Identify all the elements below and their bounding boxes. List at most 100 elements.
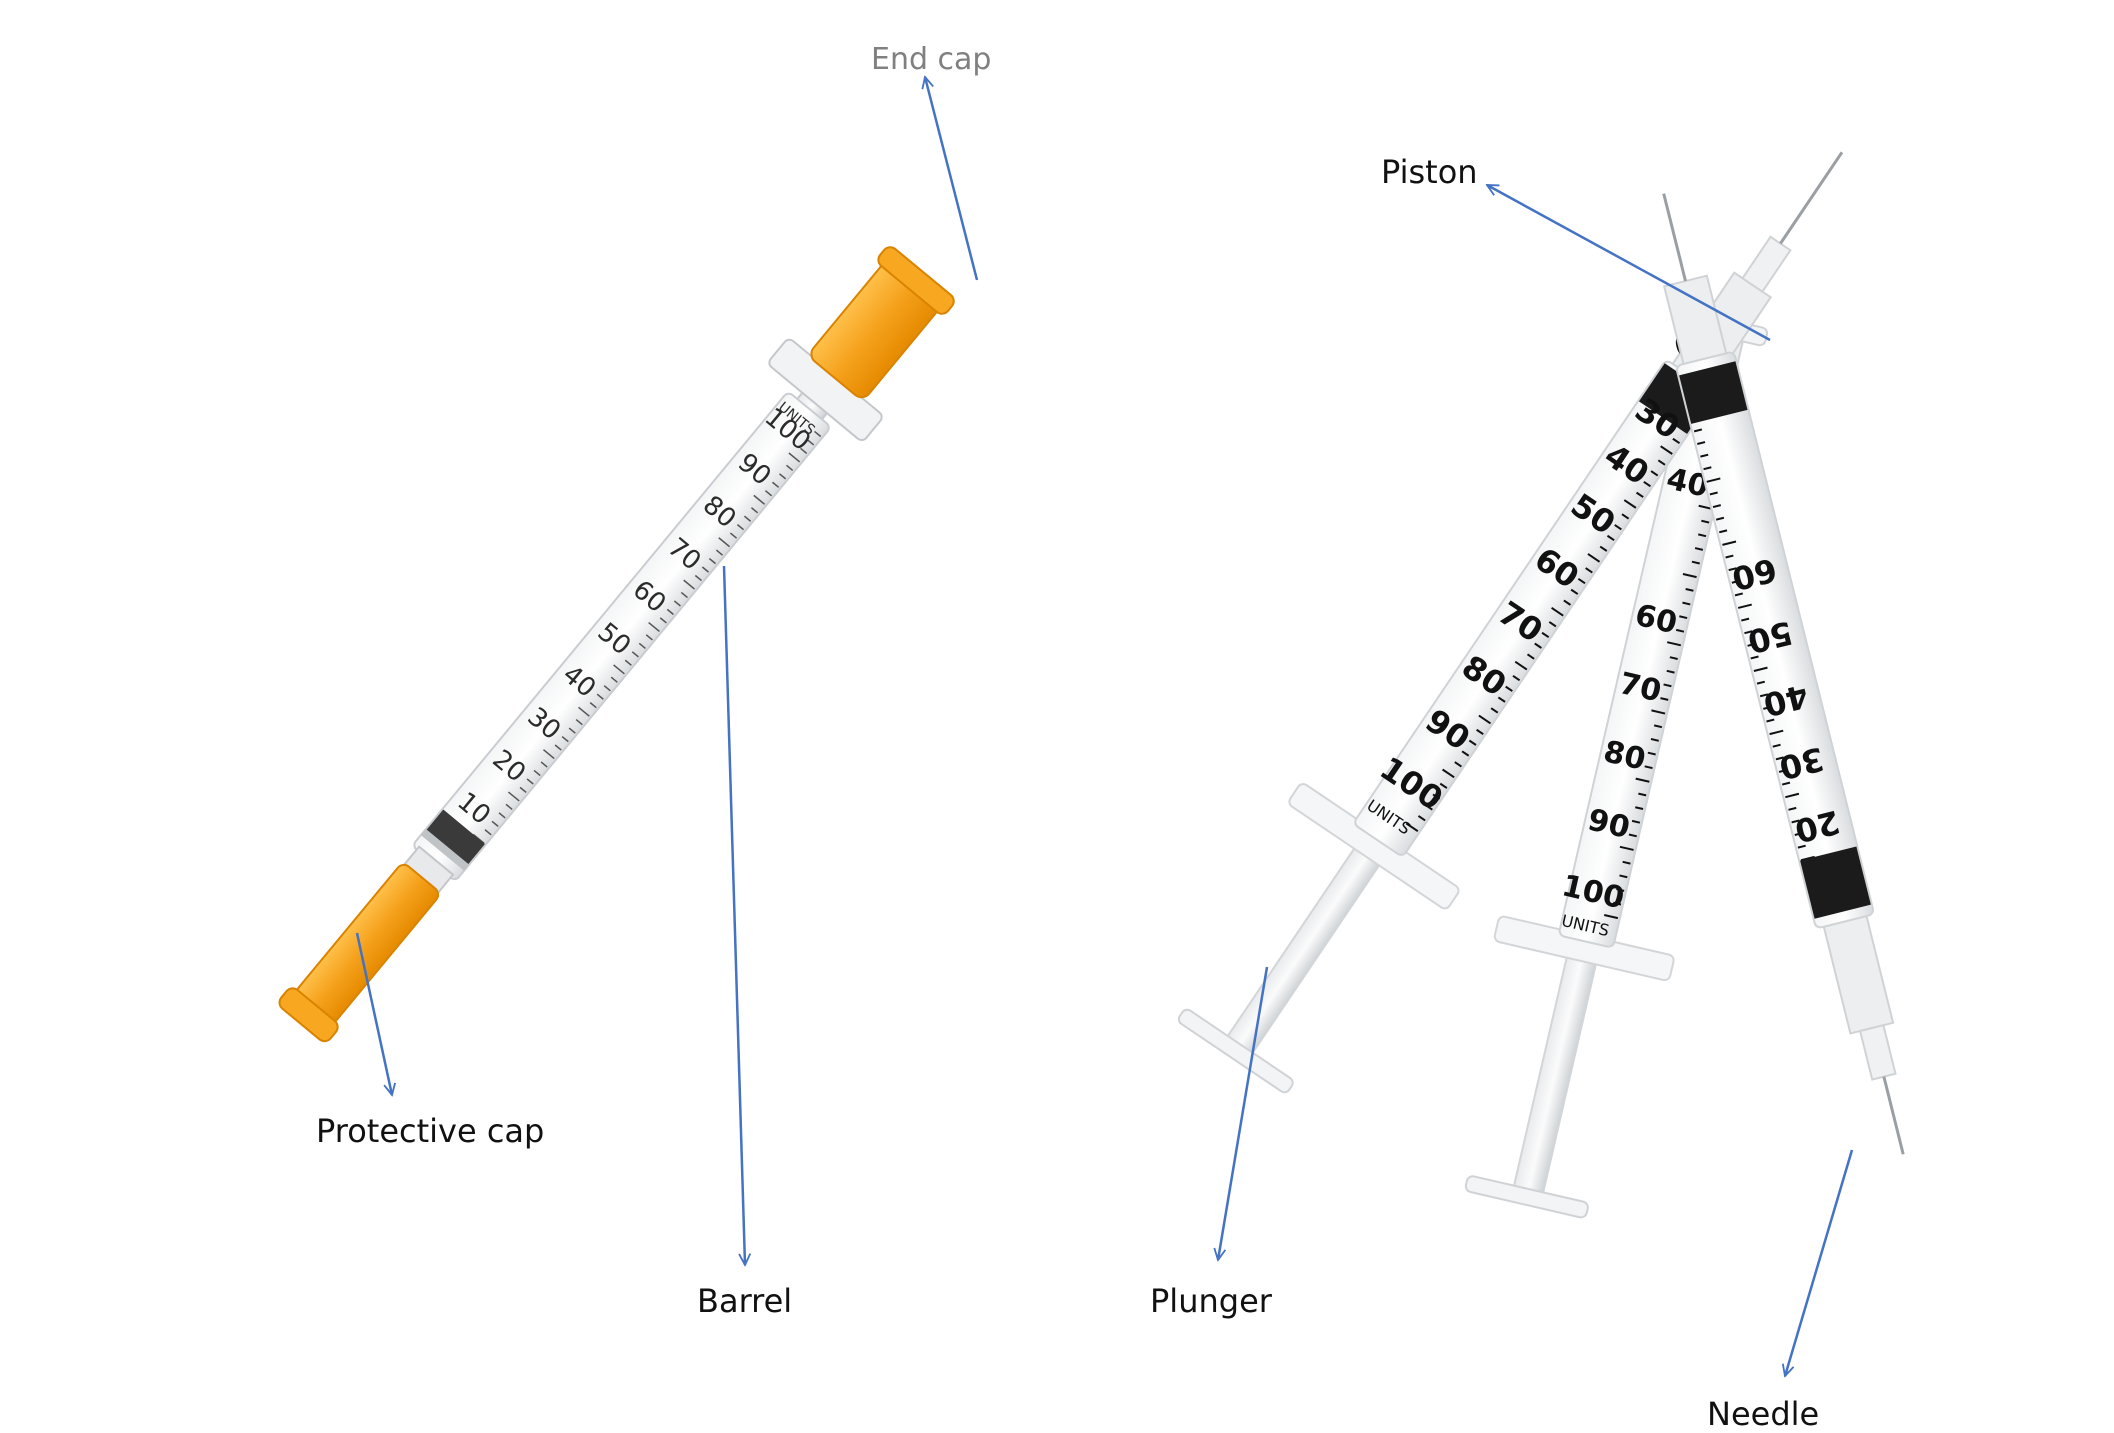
scale-tick <box>1763 705 1772 710</box>
left-piston <box>424 809 485 868</box>
left-protective-cap-rim <box>278 987 339 1043</box>
scale-tick <box>578 706 590 717</box>
scale-tick <box>1694 547 1704 551</box>
scale-tick <box>1734 592 1744 597</box>
scale-tick <box>1478 714 1492 725</box>
left-piston-ring <box>420 828 470 871</box>
scale-tick <box>701 566 710 573</box>
scale-tick <box>1791 819 1800 824</box>
left-syringe: 10 20 30 40 50 60 70 80 90 100 UNITS <box>278 246 955 1043</box>
scale-tick <box>1505 685 1513 692</box>
scale-tick <box>1712 504 1721 509</box>
right-r-scale-ticks <box>1693 428 1815 862</box>
scale-tick <box>1709 491 1718 496</box>
scale-tick <box>659 617 667 624</box>
scale-tick <box>645 634 653 641</box>
right-r-piston <box>1800 846 1871 919</box>
scale-tick <box>1616 888 1625 892</box>
scale-tick <box>788 452 801 463</box>
scale-tick <box>1417 815 1426 822</box>
scale-tick <box>1701 519 1710 524</box>
scale-tick <box>1619 845 1634 851</box>
scale-tick <box>554 744 562 751</box>
scale-tick <box>589 702 597 709</box>
scale-tick <box>1614 524 1622 531</box>
scale-tick <box>1551 606 1564 617</box>
scale-tick <box>1638 792 1647 797</box>
middle-plunger-rod <box>1511 946 1600 1200</box>
scale-tick <box>1570 588 1579 595</box>
scale-tick <box>1643 481 1652 488</box>
scale-tick <box>1454 761 1462 768</box>
scale-tick <box>666 608 674 616</box>
left-r-needle <box>1779 151 1844 245</box>
arrows <box>355 77 1854 1376</box>
scale-tick <box>1766 718 1775 723</box>
scale-tick <box>491 820 499 827</box>
protective-cap-arrow <box>355 932 392 1095</box>
scale-tick <box>1672 437 1681 445</box>
scale-tick <box>1756 680 1766 685</box>
scale-tick <box>1612 901 1622 906</box>
scale-tick <box>533 769 541 777</box>
scale-tick <box>631 651 639 658</box>
scale-tick <box>1759 693 1769 698</box>
scale-tick <box>484 829 492 836</box>
scale-tick <box>1526 653 1535 660</box>
scale-tick <box>1534 642 1542 649</box>
scale-tick <box>1737 603 1752 609</box>
piston-arrow <box>1487 183 1771 342</box>
left-r-plunger-rod <box>1224 838 1387 1058</box>
scale-tick <box>1700 453 1709 458</box>
scale-tick <box>1769 729 1784 736</box>
scale-tick <box>526 778 534 785</box>
scale-tick <box>1698 533 1707 538</box>
scale-tick <box>575 718 583 726</box>
scale-tick <box>1698 504 1713 510</box>
scale-tick <box>1660 697 1669 701</box>
scale-tick <box>708 557 717 565</box>
scale-tick <box>1731 579 1740 584</box>
scale-tick <box>715 549 724 556</box>
scale-tick <box>683 579 695 590</box>
scale-tick <box>1691 560 1700 565</box>
scale-tick <box>1788 806 1797 811</box>
scale-tick <box>1693 428 1703 433</box>
scale-tick <box>1741 617 1750 622</box>
scale-tick <box>1706 477 1721 483</box>
scale-tick <box>1468 739 1477 746</box>
scale-tick <box>1663 683 1672 688</box>
scale-tick <box>1750 655 1759 660</box>
scale-tick <box>1775 756 1784 761</box>
scale-tick <box>613 664 625 675</box>
plunger-arrow <box>1218 966 1269 1260</box>
scale-tick <box>1797 844 1806 849</box>
scale-tick <box>1621 513 1630 520</box>
plunger-label: Plunger <box>1150 1282 1272 1320</box>
scale-tick <box>1514 660 1528 671</box>
scale-tick <box>1587 553 1601 563</box>
scale-tick <box>1425 804 1433 811</box>
scale-tick <box>764 490 773 497</box>
scale-tick <box>1653 724 1663 729</box>
scale-tick <box>1476 728 1484 736</box>
scale-tick <box>1497 696 1506 703</box>
scale-tick <box>1490 707 1499 714</box>
scale-tick <box>596 693 604 700</box>
piston-label: Piston <box>1381 153 1478 191</box>
right-syringe-right: 20 30 40 50 60 10 <box>1662 193 1905 1155</box>
scale-tick <box>1599 545 1608 552</box>
scale-tick <box>1650 738 1660 742</box>
scale-tick <box>1585 567 1593 574</box>
right-r-needle-tip <box>1858 1024 1897 1081</box>
scale-tick <box>1785 792 1800 799</box>
scale-tick <box>1715 516 1725 521</box>
scale-tick <box>1682 573 1697 579</box>
middle-plunger-thumb <box>1464 1175 1589 1219</box>
needle-arrow <box>1785 1149 1854 1376</box>
scale-tick <box>1635 777 1650 783</box>
scale-tick <box>1650 470 1659 477</box>
scale-tick <box>1747 642 1756 647</box>
